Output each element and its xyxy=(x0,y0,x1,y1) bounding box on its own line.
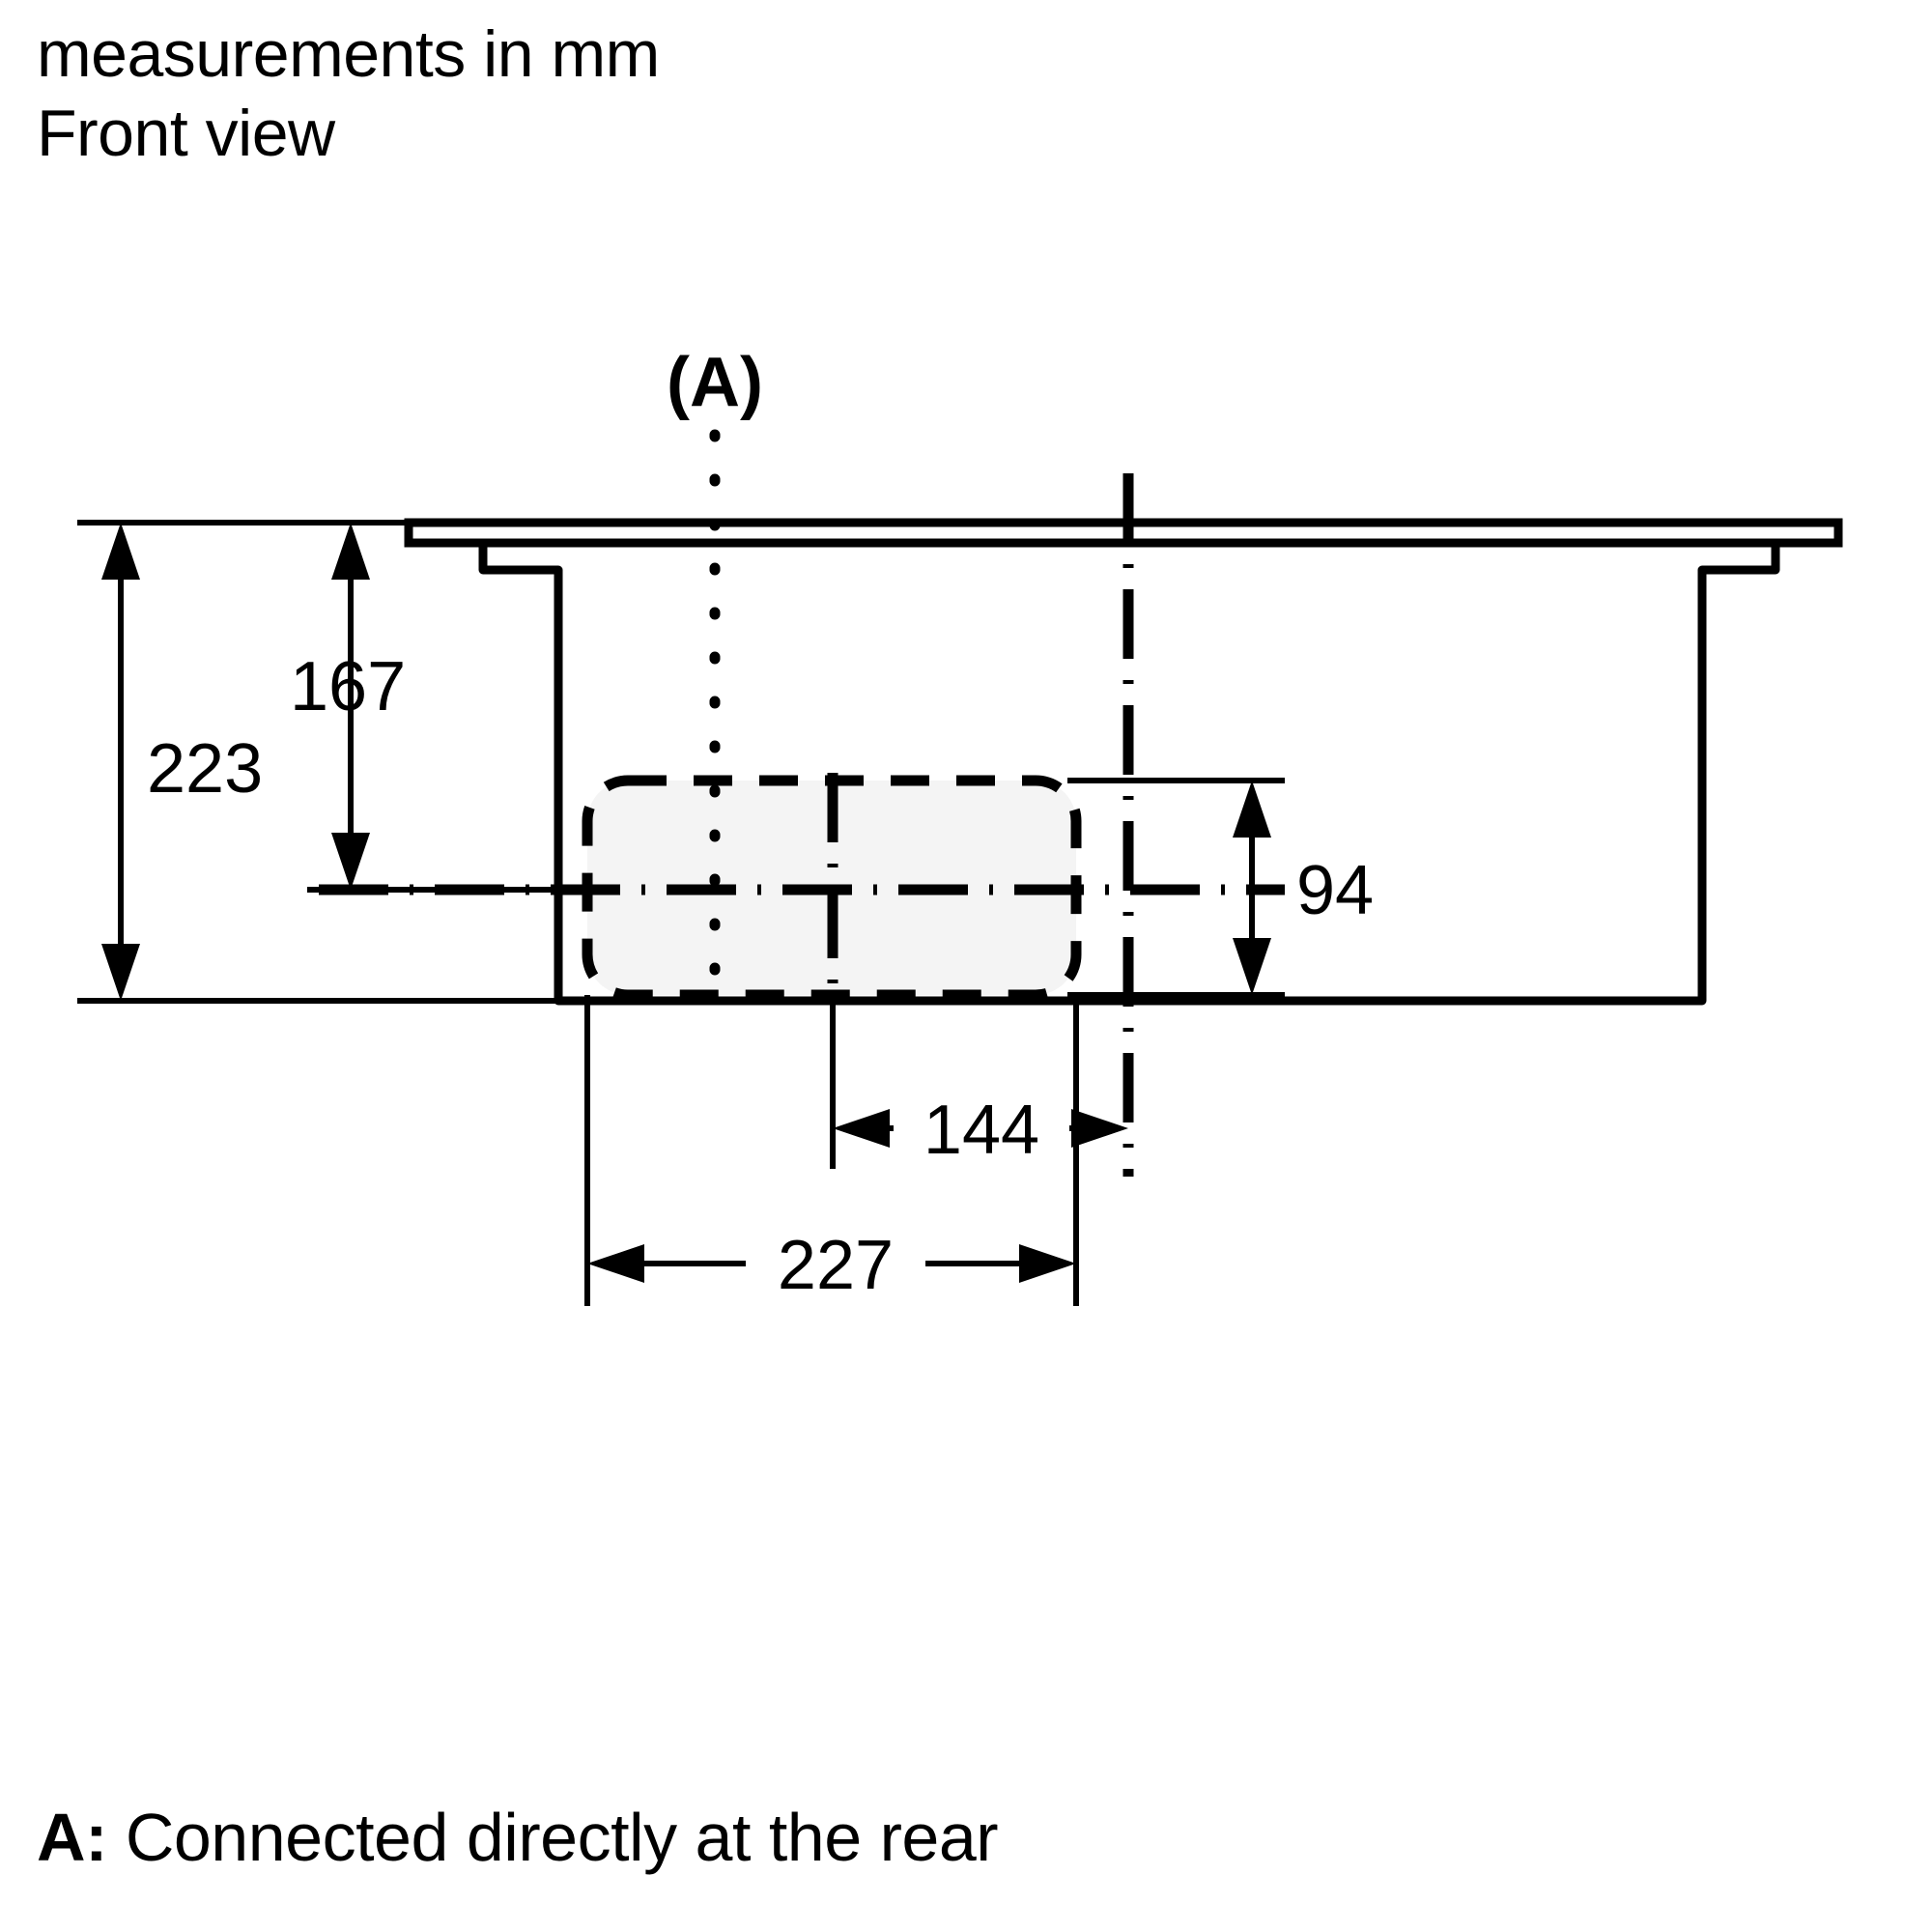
dim-167-arrow-down xyxy=(331,833,370,890)
dim-223-arrow-down xyxy=(101,944,140,1001)
dim-167-arrow-up xyxy=(331,523,370,580)
dim-223-arrow-up xyxy=(101,523,140,580)
legend-text: Connected directly at the rear xyxy=(106,1800,999,1875)
dim-144-label-backdrop xyxy=(894,1080,1069,1177)
legend-caption: A: Connected directly at the rear xyxy=(37,1799,999,1876)
dim-227-arrow-left xyxy=(587,1244,644,1283)
callout-a-label: (A) xyxy=(667,344,763,421)
dim-227-arrow-right xyxy=(1019,1244,1076,1283)
dim-144-arrow-right xyxy=(1071,1109,1128,1148)
dim-94-arrow-down xyxy=(1233,938,1271,995)
dim-227-label-backdrop xyxy=(746,1215,925,1312)
dim-144-label: 144 xyxy=(923,1092,1039,1169)
measurement-units-note: measurements in mm xyxy=(37,17,660,91)
dim-227-label: 227 xyxy=(778,1227,894,1304)
dim-144-arrow-left xyxy=(833,1109,890,1148)
dim-94-arrow-up xyxy=(1233,781,1271,838)
dim-167-label: 167 xyxy=(290,648,406,725)
dim-223-label: 223 xyxy=(147,730,263,808)
dim-94-label: 94 xyxy=(1296,852,1374,929)
view-title: Front view xyxy=(37,97,335,170)
legend-key: A xyxy=(37,1800,86,1875)
legend-separator: : xyxy=(85,1800,107,1875)
